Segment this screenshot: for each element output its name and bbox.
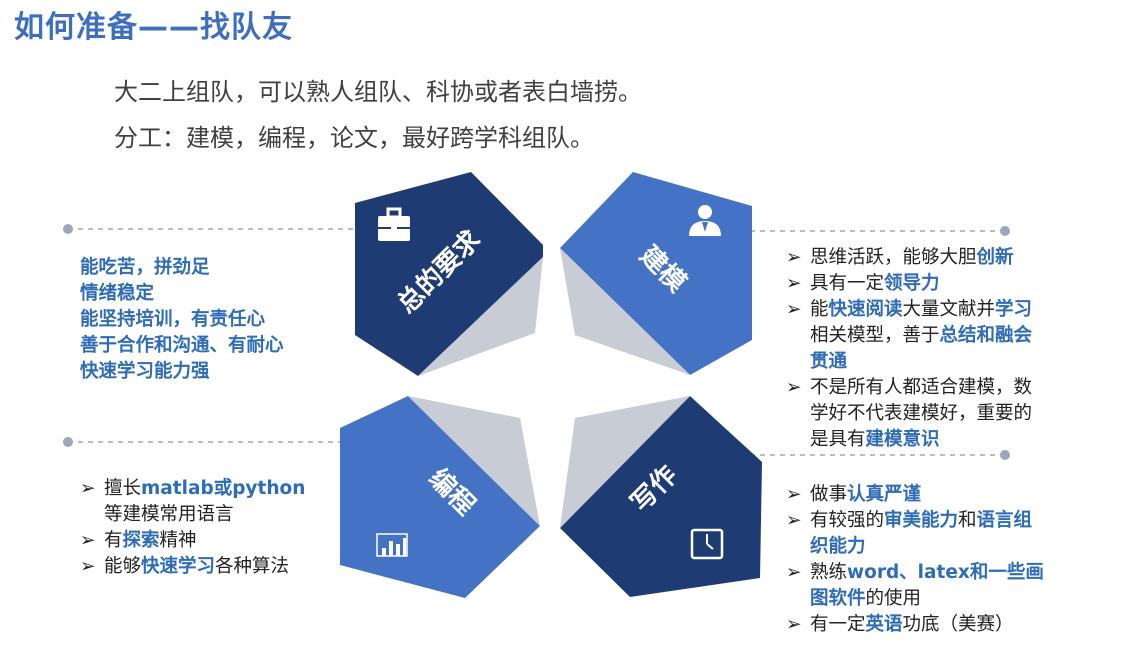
intro-line-1: 大二上组队，可以熟人组队、科协或者表白墙捞。: [114, 78, 642, 106]
arrow-bullet-icon: ➢: [786, 247, 802, 268]
writing-point: ➢ 有一定英语功底（美赛）: [786, 612, 1044, 638]
arrow-bullet-icon: ➢: [786, 299, 802, 320]
connector-lines: [63, 224, 1010, 460]
modeling-point: ➢ 具有一定领导力: [786, 271, 1032, 297]
briefcase-icon: [378, 207, 410, 241]
writing-point: ➢ 做事认真严谨: [786, 482, 1044, 508]
arrow-bullet-icon: ➢: [786, 510, 802, 531]
clock-frame-icon: [690, 528, 724, 560]
programming-point: ➢ 有探索精神: [80, 528, 305, 554]
general-point: 善于合作和沟通、有耐心: [80, 335, 284, 356]
arrow-bullet-icon: ➢: [80, 478, 96, 499]
arrow-bullet-icon: ➢: [80, 530, 96, 551]
arrow-bullet-icon: ➢: [786, 484, 802, 505]
general-point: 情绪稳定: [80, 283, 155, 304]
modeling-point: ➢ 思维活跃，能够大胆创新: [786, 245, 1032, 271]
programming-point: ➢ 能够快速学习各种算法: [80, 554, 305, 580]
general-point: 快速学习能力强: [80, 361, 210, 382]
modeling-point: ➢ 不是所有人都适合建模，数 学好不代表建模好，重要的 是具有建模意识: [786, 377, 1033, 450]
general-point: 能吃苦，拼劲足: [80, 257, 210, 278]
writing-point: ➢ 有较强的审美能力和语言组 织能力: [786, 510, 1033, 557]
programming-points: ➢ 擅长matlab或python 等建模常用语言 ➢ 有探索精神 ➢ 能够快速…: [80, 476, 305, 580]
general-point: 能坚持培训，有责任心: [80, 309, 266, 330]
intro-line-2: 分工：建模，编程，论文，最好跨学科组队。: [114, 124, 594, 152]
arrow-bullet-icon: ➢: [786, 273, 802, 294]
programming-point: ➢ 擅长matlab或python 等建模常用语言: [80, 478, 306, 525]
writing-point: ➢ 熟练word、latex和一些画 图软件的使用: [786, 562, 1044, 609]
arrow-bullet-icon: ➢: [786, 377, 802, 398]
general-points: 能吃苦，拼劲足 情绪稳定 能坚持培训，有责任心 善于合作和沟通、有耐心 快速学习…: [80, 255, 284, 385]
page-title: 如何准备——找队友: [14, 10, 293, 45]
modeling-points: ➢ 思维活跃，能够大胆创新 ➢ 具有一定领导力 ➢ 能快速阅读大量文献并学习 相…: [786, 245, 1032, 453]
person-icon: [689, 205, 721, 236]
arrow-bullet-icon: ➢: [786, 562, 802, 583]
writing-points: ➢ 做事认真严谨 ➢ 有较强的审美能力和语言组 织能力 ➢ 熟练word、lat…: [786, 482, 1044, 638]
bar-chart-icon: [376, 533, 408, 557]
arrow-bullet-icon: ➢: [80, 556, 96, 577]
modeling-point: ➢ 能快速阅读大量文献并学习 相关模型，善于总结和融会 贯通: [786, 299, 1033, 372]
arrow-bullet-icon: ➢: [786, 614, 802, 635]
